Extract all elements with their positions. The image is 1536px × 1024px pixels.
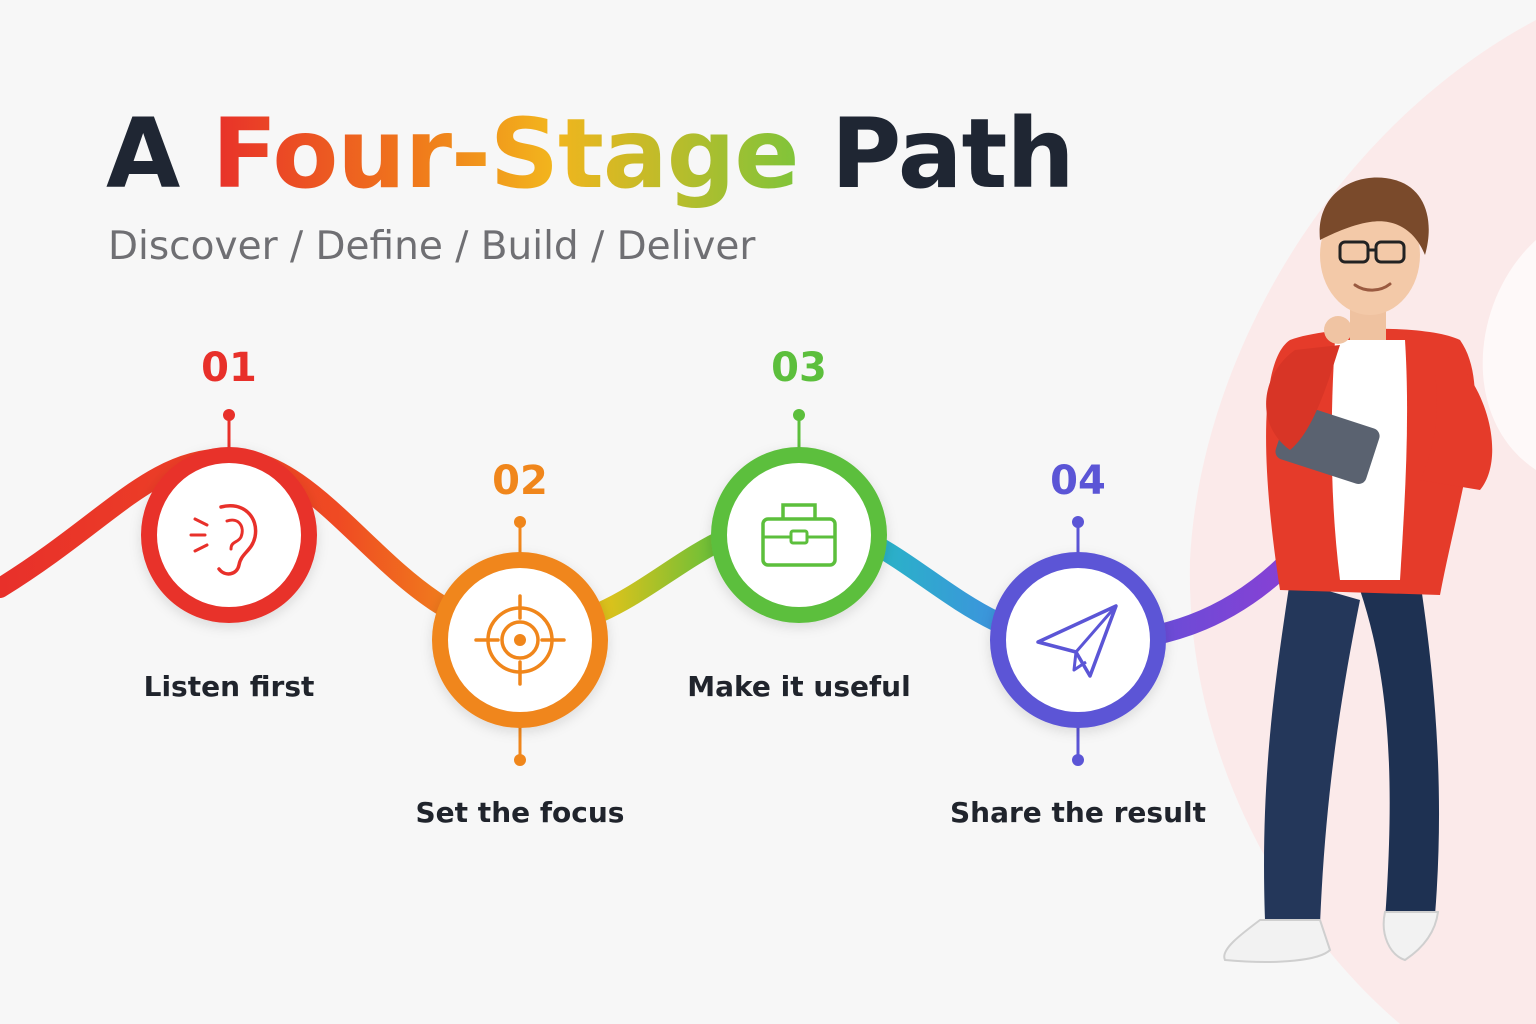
stage-3-label: Make it useful [687,670,911,703]
toolbox-icon [761,503,837,567]
stage-1-connector-dot [223,409,235,421]
title-highlight: Four-Stage [211,98,800,210]
paper-plane-icon [1036,604,1118,678]
ear-icon [189,504,258,576]
stage-4-top-connector-dot [1072,516,1084,528]
stage-1-number: 01 [201,345,257,391]
stage-4-node [990,516,1166,766]
page-title: A Four-Stage Path [106,98,1075,210]
stage-1-label: Listen first [143,670,315,703]
stage-3-number: 03 [771,345,827,391]
stage-4-number: 04 [1050,458,1106,504]
person-with-tablet-icon [1223,177,1493,963]
stage-2-node [432,516,608,766]
stage-4-connector-dot [1072,754,1084,766]
stage-3-connector-dot [793,409,805,421]
stage-2-number: 02 [492,458,548,504]
stage-4-ring [990,552,1166,728]
title-suffix: Path [830,98,1075,210]
stage-4-label: Share the result [950,796,1206,829]
target-icon [474,594,566,686]
stage-3-node [711,409,887,623]
stage-2-label: Set the focus [415,796,625,829]
stage-2-top-connector-dot [514,516,526,528]
stage-1-ring [141,447,317,623]
stage-1-node [141,409,317,623]
stage-2-connector-dot [514,754,526,766]
page-subtitle: Discover / Define / Build / Deliver [108,224,756,269]
title-prefix: A [106,98,180,210]
